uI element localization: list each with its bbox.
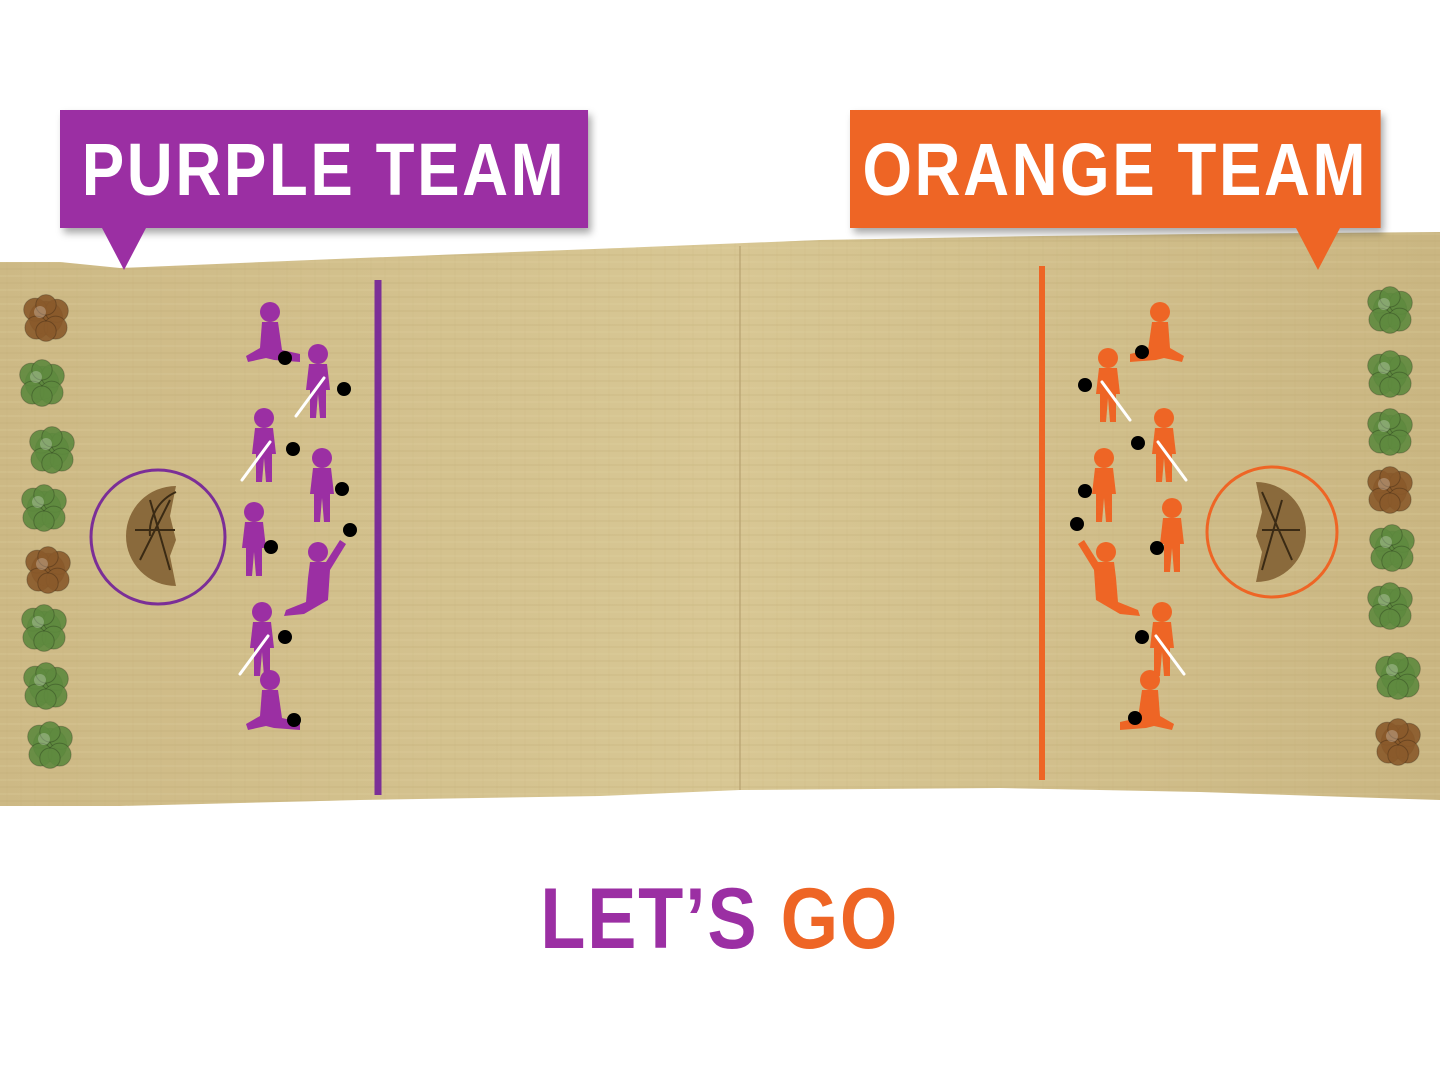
tree-icon: [29, 426, 75, 474]
ball-icon: [286, 442, 300, 456]
right-trees: [1367, 286, 1421, 766]
ball-icon: [1150, 541, 1164, 555]
orange-players: [1070, 302, 1188, 730]
papyrus-scroll: [0, 232, 1440, 806]
ball-icon: [1131, 436, 1145, 450]
ball-icon: [335, 482, 349, 496]
player-figure: [1150, 602, 1186, 676]
tree-icon: [1369, 524, 1415, 572]
tree-icon: [1375, 718, 1421, 766]
footer-slogan: LET’S GO: [0, 870, 1440, 969]
tree-icon: [1375, 652, 1421, 700]
orange-team-label: ORANGE TEAM: [850, 110, 1381, 228]
tree-icon: [1367, 286, 1413, 334]
ball-icon: [1135, 345, 1149, 359]
player-figure: [1152, 408, 1188, 482]
player-figure: [1078, 540, 1140, 616]
player-figure: [1160, 498, 1184, 572]
ball-icon: [1078, 378, 1092, 392]
player-figure: [246, 670, 300, 730]
ball-icon: [278, 351, 292, 365]
footer-word-lets: LET’S: [540, 871, 759, 967]
player-figure: [238, 602, 274, 676]
player-figure: [1096, 348, 1132, 422]
orange-team-label-text: ORANGE TEAM: [862, 127, 1369, 211]
tree-icon: [1367, 408, 1413, 456]
tree-icon: [1367, 350, 1413, 398]
player-figure: [1092, 448, 1116, 522]
ball-icon: [287, 713, 301, 727]
purple-treasure-zone: [89, 468, 227, 606]
player-figure: [242, 502, 266, 576]
tree-icon: [1367, 466, 1413, 514]
player-figure: [294, 344, 330, 418]
footer-word-go: GO: [780, 871, 900, 967]
player-figure: [310, 448, 334, 522]
tree-icon: [1367, 582, 1413, 630]
orange-treasure-zone: [1205, 465, 1339, 599]
left-trees: [19, 294, 75, 769]
purple-players: [238, 302, 357, 730]
ball-icon: [264, 540, 278, 554]
ball-icon: [343, 523, 357, 537]
purple-team-label-text: PURPLE TEAM: [81, 127, 567, 211]
ball-icon: [278, 630, 292, 644]
tree-icon: [19, 359, 65, 407]
ball-icon: [1128, 711, 1142, 725]
tree-icon: [27, 721, 73, 769]
orange-label-pointer: [1296, 228, 1340, 270]
tree-icon: [21, 484, 67, 532]
tree-icon: [23, 294, 69, 342]
tree-icon: [23, 662, 69, 710]
ball-icon: [1135, 630, 1149, 644]
tree-icon: [21, 604, 67, 652]
player-figure: [284, 540, 346, 616]
ball-icon: [1078, 484, 1092, 498]
tree-icon: [25, 546, 71, 594]
ball-icon: [337, 382, 351, 396]
purple-label-pointer: [102, 228, 146, 270]
ball-icon: [1070, 517, 1084, 531]
purple-team-label: PURPLE TEAM: [60, 110, 589, 228]
player-figure: [240, 408, 276, 482]
